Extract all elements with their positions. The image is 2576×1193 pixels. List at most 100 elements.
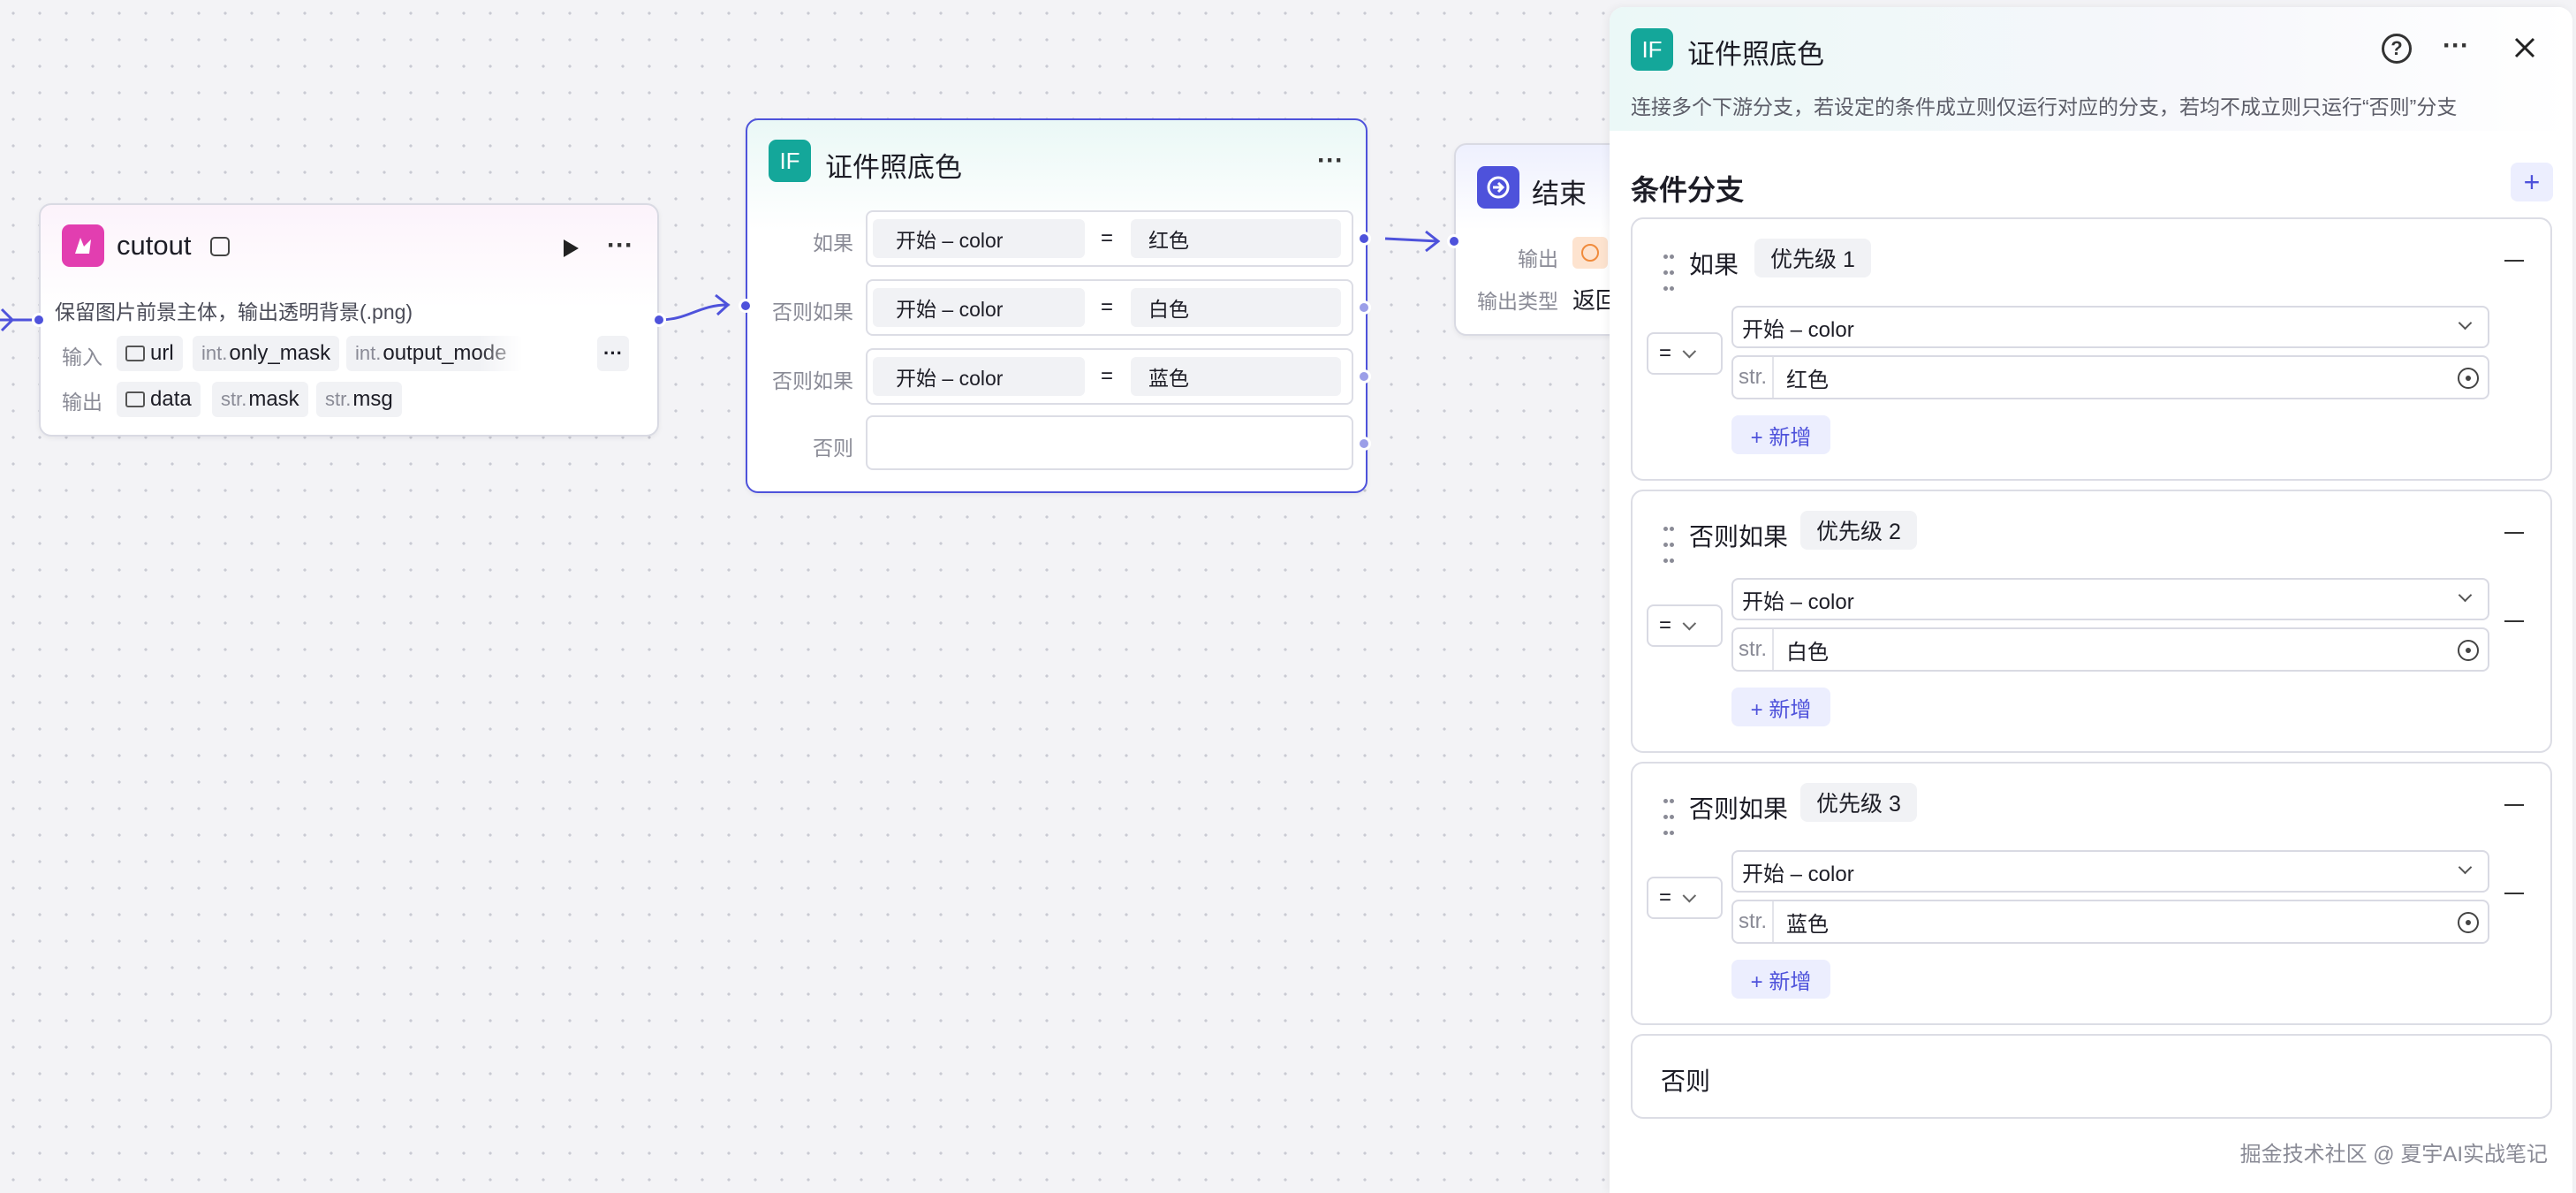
cutout-description: 保留图片前景主体，输出透明背景(.png): [55, 300, 413, 323]
variable-ref-icon: [2458, 368, 2479, 389]
output-label: 输出: [62, 391, 102, 414]
condition-left: 开始 – color: [873, 219, 1085, 258]
panel-if-icon: IF: [1631, 28, 1673, 71]
edge-if-to-end: [1384, 237, 1439, 243]
remove-branch-icon[interactable]: [2504, 260, 2524, 262]
end-node-title: 结束: [1532, 179, 1587, 209]
panel-description: 连接多个下游分支，若设定的条件成立则仅运行对应的分支，若均不成立则只运行“否则”…: [1631, 95, 2458, 118]
chevron-down-icon: [2458, 588, 2473, 603]
close-icon[interactable]: [2507, 30, 2542, 65]
remove-branch-icon[interactable]: [2504, 804, 2524, 806]
add-branch-button[interactable]: +: [2511, 163, 2553, 201]
priority-badge: 优先级 1: [1754, 239, 1871, 277]
else-row[interactable]: [866, 415, 1353, 470]
condition-right: 白色: [1131, 288, 1341, 327]
drag-handle-icon[interactable]: [1663, 521, 1675, 569]
variable-ref-icon: [2458, 912, 2479, 933]
cutout-input-port[interactable]: [32, 313, 46, 327]
connection-lines: [0, 230, 1441, 332]
remove-condition-icon[interactable]: [2504, 620, 2524, 622]
condition-panel: IF 证件照底色 ? ··· 连接多个下游分支，若设定的条件成立则仅运行对应的分…: [1610, 7, 2572, 1193]
input-tag-url: url: [117, 336, 183, 371]
edge-cutout-to-if: [658, 303, 729, 322]
add-condition-button[interactable]: + 新增: [1731, 688, 1830, 726]
operator-select[interactable]: =: [1647, 604, 1723, 647]
inputs-more-button[interactable]: ···: [597, 336, 629, 371]
end-output-label: 输出: [1518, 247, 1558, 270]
output-tag-mask: str.mask: [212, 382, 308, 417]
if-node-icon: IF: [769, 140, 811, 182]
priority-badge: 优先级 3: [1800, 783, 1917, 822]
condition-operator: =: [1101, 226, 1114, 250]
row-label-if: 如果: [813, 232, 853, 255]
variable-select[interactable]: 开始 – color: [1731, 578, 2489, 620]
operator-select[interactable]: =: [1647, 332, 1723, 375]
end-node-icon: [1477, 166, 1519, 209]
watermark: 掘金技术社区 @ 夏宇AI实战笔记: [2239, 1143, 2548, 1166]
add-condition-button[interactable]: + 新增: [1731, 415, 1830, 454]
variable-ref-icon: [2458, 640, 2479, 661]
run-icon[interactable]: [560, 237, 581, 260]
cutout-node[interactable]: cutout ··· 保留图片前景主体，输出透明背景(.png) 输入 url …: [39, 203, 659, 437]
value-input[interactable]: str.红色: [1731, 355, 2489, 399]
variable-select[interactable]: 开始 – color: [1731, 850, 2489, 893]
warning-icon: [1572, 237, 1608, 269]
if-node-title: 证件照底色: [825, 152, 962, 183]
if-condition-row[interactable]: 开始 – color = 红色: [866, 210, 1353, 267]
chevron-down-icon: [2458, 860, 2473, 875]
priority-badge: 优先级 2: [1800, 511, 1917, 550]
edge-if-to-end-arrow: [1425, 230, 1441, 253]
row-label-elseif-2: 否则如果: [772, 369, 853, 392]
condition-operator: =: [1101, 364, 1114, 388]
add-condition-button[interactable]: + 新增: [1731, 960, 1830, 999]
more-icon[interactable]: ···: [1317, 146, 1344, 175]
condition-right: 红色: [1131, 219, 1341, 258]
drag-handle-icon[interactable]: [1663, 794, 1675, 841]
branch-card-3: 否则如果 优先级 3 = 开始 – color str.蓝色 + 新增: [1631, 762, 2552, 1025]
more-icon[interactable]: ···: [607, 231, 633, 260]
branch-kind: 否则如果: [1689, 795, 1789, 823]
remove-branch-icon[interactable]: [2504, 532, 2524, 534]
if-input-port[interactable]: [739, 299, 753, 313]
branch-card-2: 否则如果 优先级 2 = 开始 – color str.白色 + 新增: [1631, 490, 2552, 753]
end-output-type-label: 输出类型: [1477, 290, 1558, 313]
output-tag-data: data: [117, 382, 201, 417]
else-label: 否则: [1661, 1068, 1711, 1095]
remove-condition-icon[interactable]: [2504, 893, 2524, 894]
output-tag-msg: str.msg: [316, 382, 402, 417]
chevron-down-icon: [1682, 616, 1697, 630]
cutout-node-title: cutout: [117, 230, 192, 261]
drag-handle-icon[interactable]: [1663, 249, 1675, 297]
if-output-port-2[interactable]: [1357, 300, 1371, 315]
edge-cutout-to-if-arrow: [715, 293, 731, 316]
condition-left: 开始 – color: [873, 288, 1085, 327]
incoming-edge-arrow: [0, 308, 15, 332]
if-output-port-4[interactable]: [1357, 437, 1371, 451]
branch-kind: 如果: [1689, 251, 1739, 278]
if-output-port-3[interactable]: [1357, 369, 1371, 384]
if-node[interactable]: IF 证件照底色 ··· 如果 开始 – color = 红色 否则如果 开始 …: [746, 118, 1368, 493]
branch-card-1: 如果 优先级 1 = 开始 – color str.红色 + 新增: [1631, 217, 2552, 481]
input-label: 输入: [62, 346, 102, 369]
value-input[interactable]: str.白色: [1731, 627, 2489, 672]
help-icon[interactable]: ?: [2382, 34, 2412, 64]
section-title: 条件分支: [1631, 174, 1745, 206]
chevron-down-icon: [1682, 344, 1697, 358]
variable-select[interactable]: 开始 – color: [1731, 306, 2489, 348]
input-tag-output-mode: int.output_mode: [346, 336, 523, 371]
condition-left: 开始 – color: [873, 357, 1085, 396]
cutout-node-icon: [62, 224, 104, 267]
condition-right: 蓝色: [1131, 357, 1341, 396]
end-input-port[interactable]: [1447, 234, 1461, 248]
chevron-down-icon: [1682, 888, 1697, 902]
image-icon: [125, 391, 145, 407]
if-output-port-1[interactable]: [1357, 232, 1371, 246]
more-icon[interactable]: ···: [2443, 31, 2469, 60]
input-tag-only-mask: int.only_mask: [193, 336, 340, 371]
row-label-else: 否则: [813, 437, 853, 460]
elseif-condition-row[interactable]: 开始 – color = 蓝色: [866, 348, 1353, 405]
elseif-condition-row[interactable]: 开始 – color = 白色: [866, 279, 1353, 336]
cutout-output-port[interactable]: [652, 313, 666, 327]
value-input[interactable]: str.蓝色: [1731, 900, 2489, 944]
operator-select[interactable]: =: [1647, 877, 1723, 919]
